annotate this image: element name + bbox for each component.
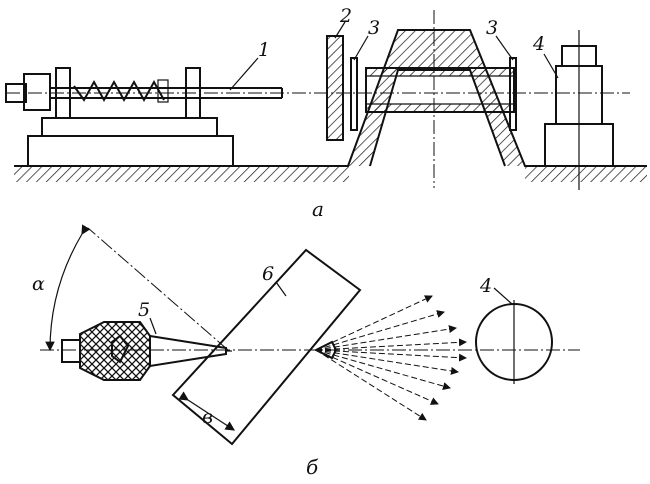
- nozzle: [61, 321, 227, 381]
- label-target-bottom: 4: [479, 275, 492, 297]
- thickness-dimension: [178, 391, 236, 431]
- spring: [73, 79, 165, 103]
- bottom-view: α 5 6 4 в б: [32, 224, 580, 479]
- caption-top: а: [312, 197, 324, 221]
- seal-right: [509, 57, 517, 131]
- label-thickness: в: [202, 406, 213, 428]
- launcher: [5, 67, 283, 167]
- label-seal-left: 3: [368, 17, 380, 39]
- label-plate: 6: [262, 263, 274, 285]
- tube: [365, 67, 515, 113]
- label-target-top: 4: [532, 33, 545, 55]
- disc: [326, 35, 344, 141]
- label-seal-right: 3: [486, 17, 498, 39]
- spray: [313, 295, 467, 421]
- seal-left: [350, 57, 358, 131]
- label-nozzle: 5: [138, 299, 150, 321]
- top-view: 1 2 3 3 4 а: [5, 5, 647, 221]
- angle-arc: [45, 224, 91, 352]
- label-angle: α: [32, 273, 45, 295]
- caption-bottom: б: [306, 455, 319, 479]
- label-rod: 1: [258, 39, 270, 61]
- target-block: [544, 30, 614, 190]
- label-disc: 2: [339, 5, 352, 27]
